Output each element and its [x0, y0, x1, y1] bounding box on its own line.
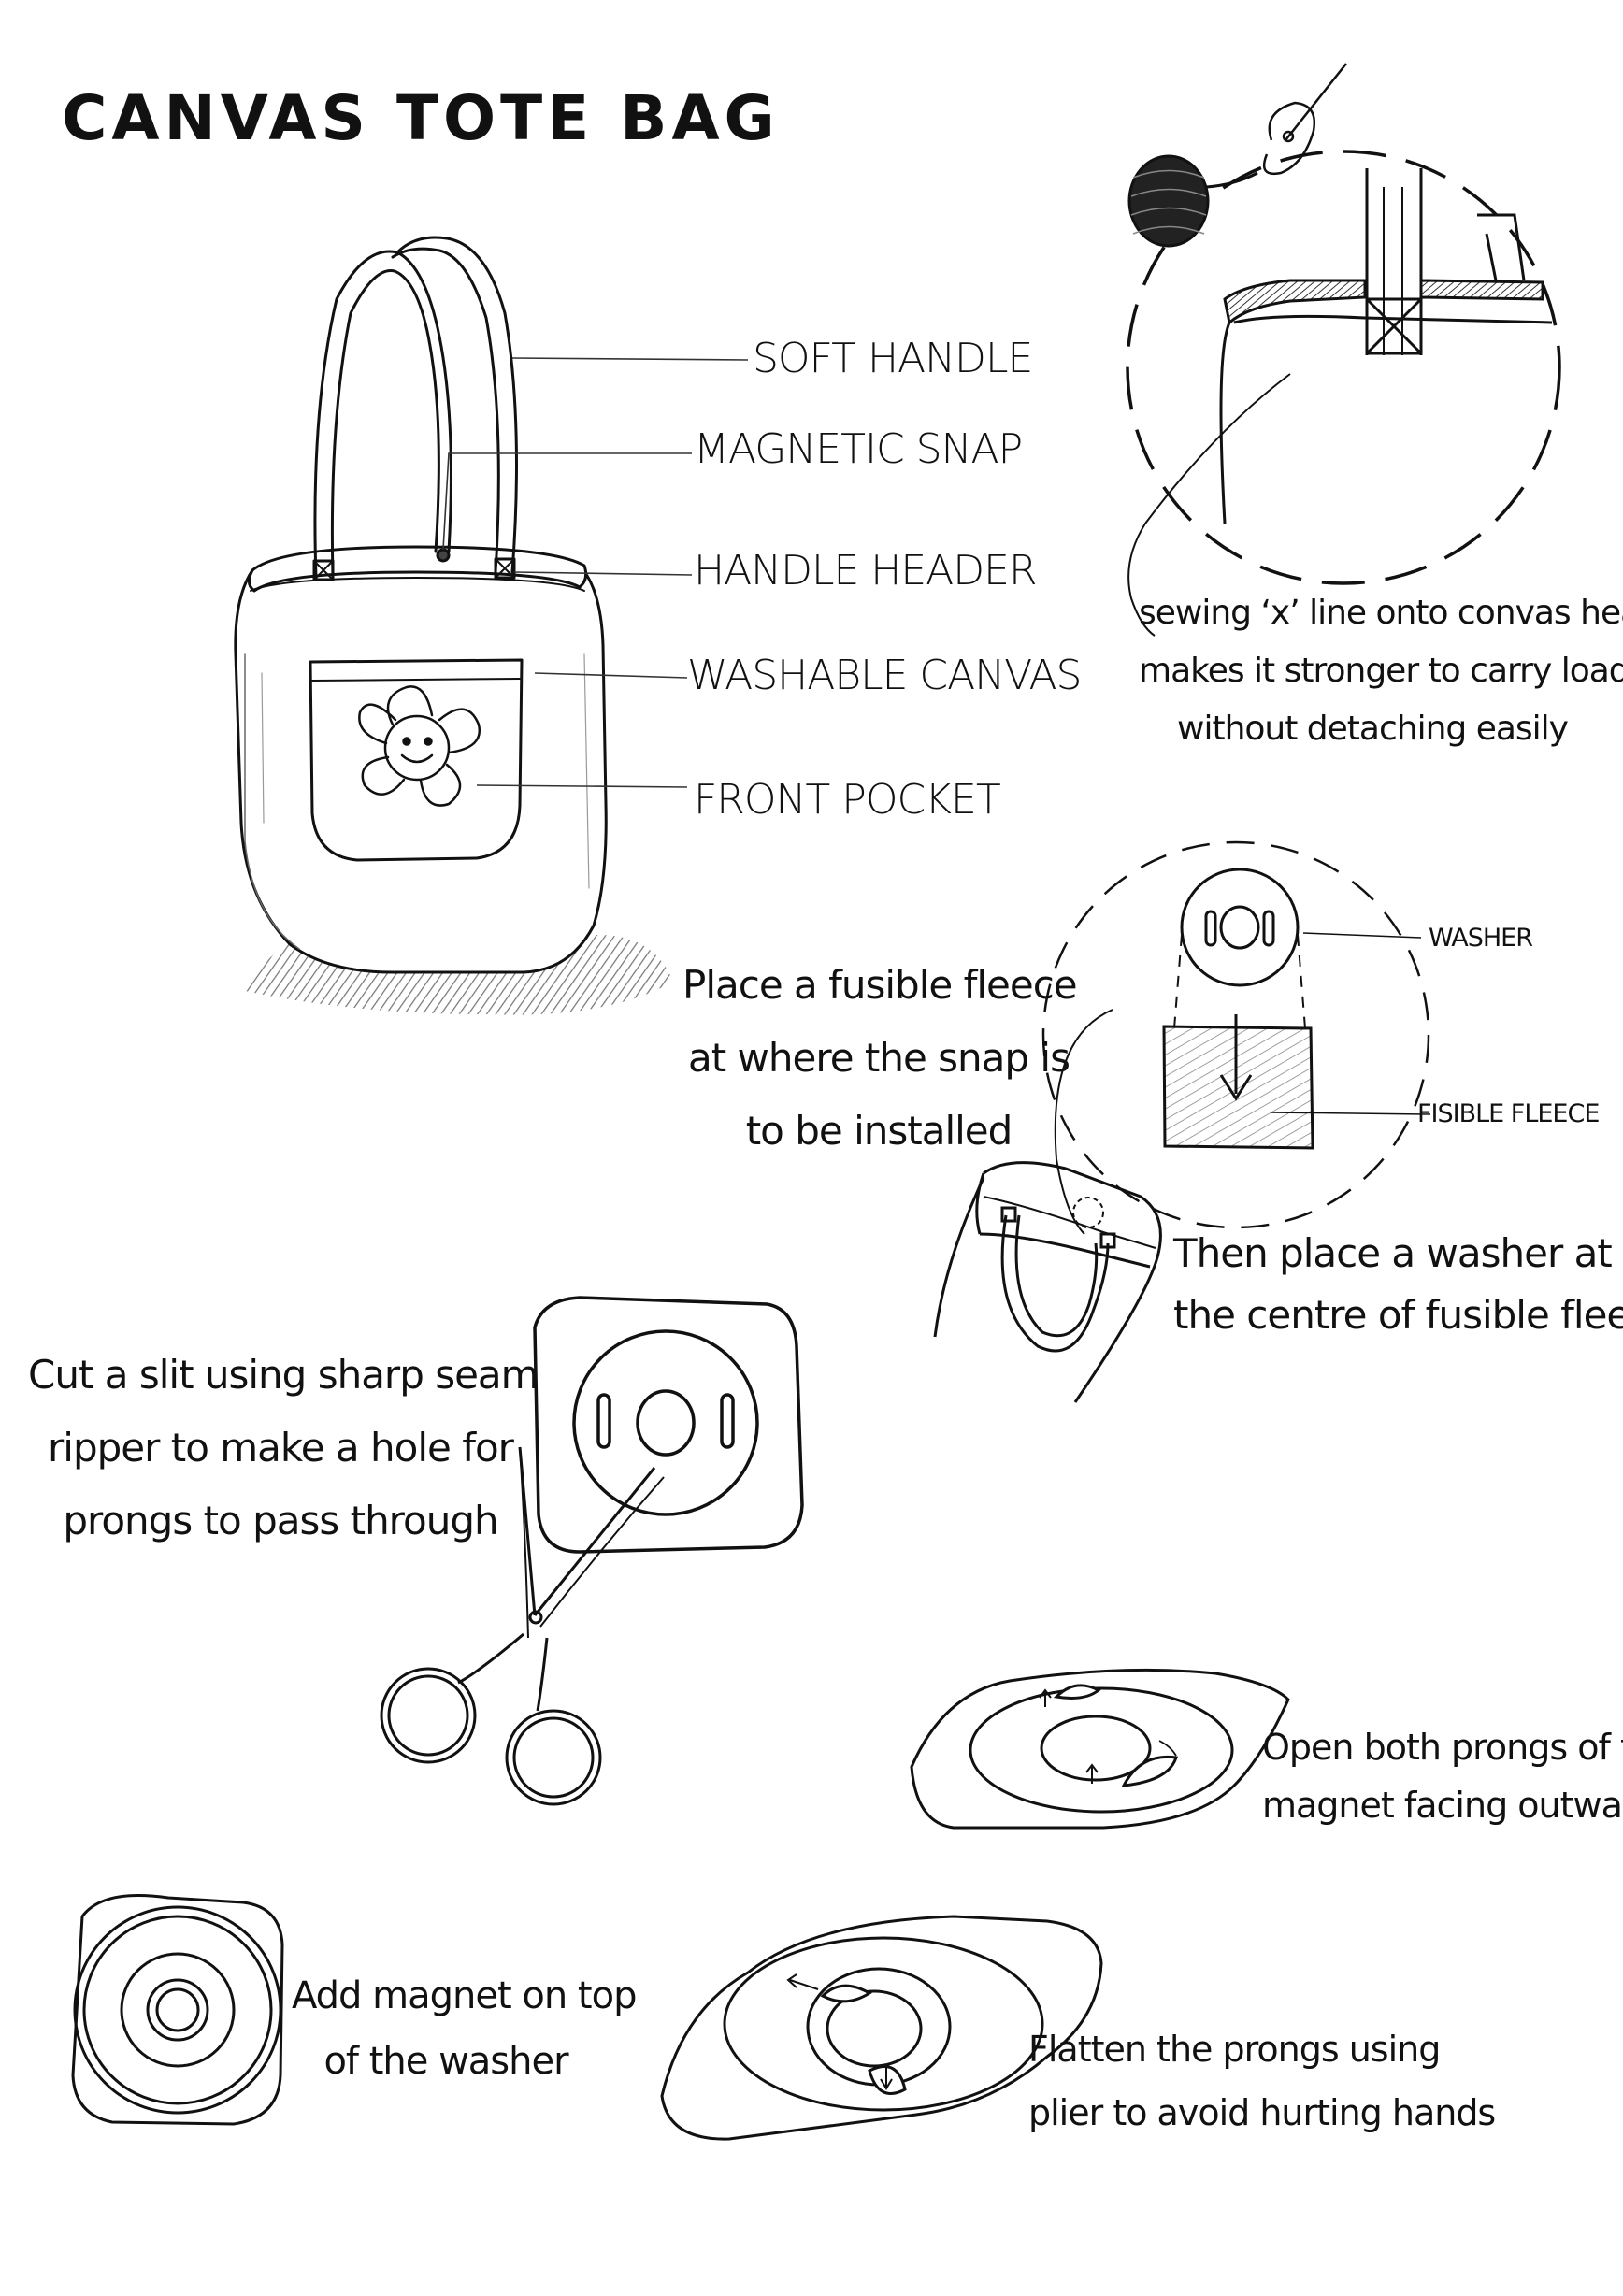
washer-icon	[1180, 868, 1300, 987]
magnet-on-washer-icon	[71, 1894, 284, 2126]
step-magnet: Add magnet on top of the washer	[292, 1963, 637, 2094]
note-line: sewing ‘x’ line onto convas header	[1139, 594, 1623, 632]
step-line: plier to avoid hurting hands	[1028, 2092, 1496, 2133]
step-line: Flatten the prongs using	[1028, 2029, 1441, 2070]
callout-magnetic-snap: MAGNETIC SNAP	[694, 425, 1023, 473]
smiley-flower-icon	[358, 685, 481, 807]
label-washer: WASHER	[1429, 924, 1533, 953]
needle-icon	[1262, 63, 1347, 176]
note-line: makes it stronger to carry loads	[1139, 652, 1623, 690]
note-sewing-x: sewing ‘x’ line onto convas header makes…	[1139, 584, 1623, 758]
step-flatten: Flatten the prongs using plier to avoid …	[1028, 2017, 1496, 2145]
scissors-icon	[380, 1446, 665, 1806]
slit-detail	[533, 1296, 804, 1554]
step-line: magnet facing outwards	[1262, 1785, 1623, 1826]
step-line: Open both prongs of the	[1262, 1727, 1623, 1768]
open-bag-icon	[933, 1161, 1162, 1403]
step-slit: Cut a slit using sharp seam ripper to ma…	[28, 1339, 539, 1557]
step-fleece: Place a fusible fleece at where the snap…	[682, 949, 1078, 1168]
step-line: ripper to make a hole for	[48, 1425, 514, 1471]
step-line: the centre of fusible fleece	[1173, 1292, 1623, 1338]
step-line: of the washer	[323, 2040, 568, 2083]
page-title: CANVAS TOTE BAG	[62, 82, 780, 154]
magnetic-snap-icon	[910, 1668, 1290, 1830]
step-line: to be installed	[745, 1108, 1013, 1154]
fleece-detail	[1041, 840, 1431, 1235]
callout-washable-canvas: WASHABLE CANVAS	[687, 652, 1082, 699]
note-line: without detaching easily	[1177, 710, 1569, 748]
callout-front-pocket: FRONT POCKET	[694, 776, 1001, 824]
callout-handle-header: HANDLE HEADER	[694, 547, 1038, 595]
tote-bag-icon	[234, 236, 673, 1015]
step-prongs-open: Open both prongs of the magnet facing ou…	[1262, 1718, 1623, 1834]
stitch-detail	[1126, 63, 1561, 637]
step-line: Cut a slit using sharp seam	[28, 1352, 539, 1398]
tote-callout-lines	[442, 357, 749, 788]
callout-soft-handle: SOFT HANDLE	[753, 335, 1033, 382]
step-line: prongs to pass through	[63, 1498, 498, 1543]
step-line: Then place a washer at	[1173, 1230, 1613, 1276]
flatten-detail	[660, 1915, 1103, 2141]
step-line: Add magnet on top	[292, 1974, 637, 2017]
label-fusible-fleece: FISIBLE FLEECE	[1417, 1099, 1600, 1128]
step-washer: Then place a washer at the centre of fus…	[1173, 1223, 1623, 1346]
step-line: Place a fusible fleece	[682, 962, 1078, 1008]
thread-spool-icon	[1127, 154, 1258, 248]
step-line: at where the snap is	[688, 1035, 1070, 1081]
